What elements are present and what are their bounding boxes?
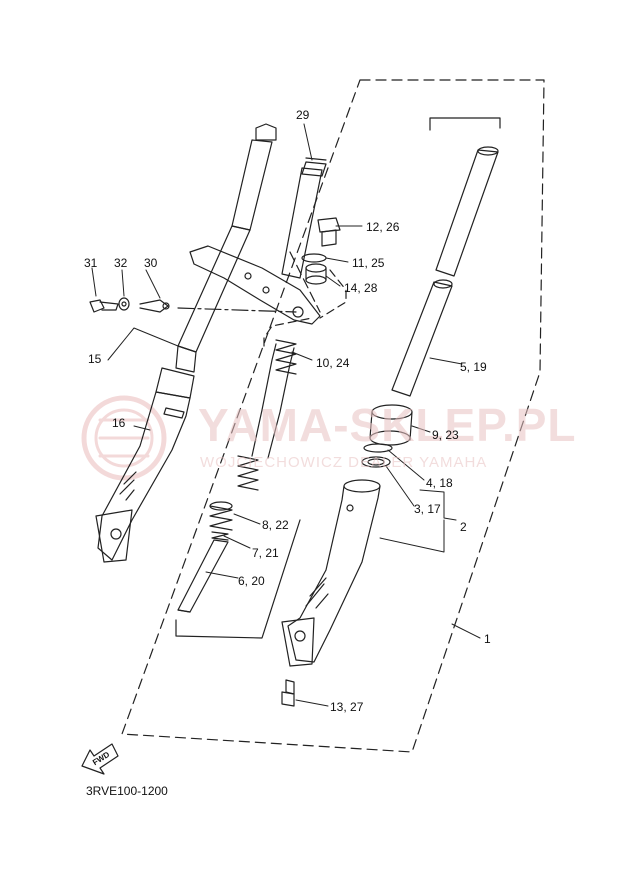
- callout-16: 16: [112, 416, 126, 430]
- spring-10: [237, 339, 297, 491]
- stem-bolt-12: [317, 217, 341, 247]
- callout-12-26: 12, 26: [366, 220, 400, 234]
- washer-3: [361, 456, 391, 468]
- damper-box: [263, 317, 313, 347]
- clip-30: [139, 299, 170, 313]
- callout-29: 29: [296, 108, 310, 122]
- drain-bolt-13: [281, 679, 295, 707]
- o-ring-11: [301, 253, 327, 263]
- callout-1: 1: [484, 632, 491, 646]
- callout-13-27: 13, 27: [330, 700, 364, 714]
- callout-5-19: 5, 19: [460, 360, 487, 374]
- collar-14: [305, 263, 327, 285]
- outer-slider-2: [281, 479, 381, 667]
- callout-31: 31: [84, 256, 98, 270]
- bolt-31: [89, 299, 119, 313]
- spring-7: [211, 531, 229, 541]
- callout-30: 30: [144, 256, 158, 270]
- watermark-subtext: WOJCIECHOWICZ DEALER YAMAHA: [200, 454, 488, 471]
- damper-rod-6: [177, 539, 229, 613]
- inner-tube-5: [391, 146, 499, 397]
- watermark-text: YAMA-SKLEP.PL: [198, 399, 577, 451]
- watermark-logo: [81, 395, 167, 481]
- callout-6-20: 6, 20: [238, 574, 265, 588]
- seat-spring-8: [209, 501, 233, 531]
- steering-stem: [189, 157, 327, 325]
- callout-8-22: 8, 22: [262, 518, 289, 532]
- diagram-code: 3RVE100-1200: [86, 784, 168, 798]
- callout-9-23: 9, 23: [432, 428, 459, 442]
- pinch-axis-line: [177, 307, 297, 313]
- assembly-outline: [121, 79, 545, 753]
- washer-32: [118, 297, 130, 311]
- damper-bracket: [175, 519, 301, 639]
- callout-15: 15: [88, 352, 102, 366]
- callout-11-25: 11, 25: [352, 256, 385, 270]
- tube-bracket: [429, 117, 501, 131]
- callout-3-17: 3, 17: [414, 502, 441, 516]
- callout-10-24: 10, 24: [316, 356, 350, 370]
- stem-dashes: [319, 269, 347, 319]
- callout-2: 2: [460, 520, 467, 534]
- callout-14-28: 14, 28: [344, 281, 378, 295]
- callout-7-21: 7, 21: [252, 546, 279, 560]
- leader-lines: [91, 123, 481, 707]
- oil-seal-9: [369, 404, 413, 446]
- left-fork-leg: [95, 123, 277, 563]
- clip-4: [363, 443, 393, 453]
- callout-4-18: 4, 18: [426, 476, 453, 490]
- fwd-arrow-icon: [81, 743, 119, 775]
- callout-32: 32: [114, 256, 128, 270]
